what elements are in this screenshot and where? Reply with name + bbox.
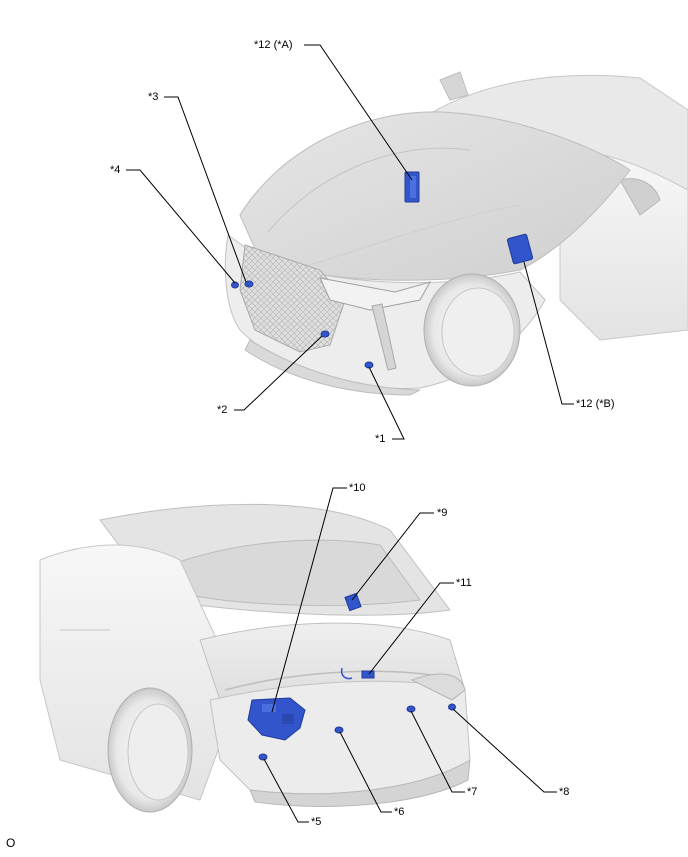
figure-code: O	[6, 836, 16, 850]
callout-12b: *12 (*B)	[576, 398, 615, 410]
front-leader-lines	[126, 44, 574, 440]
sensor-3	[244, 280, 254, 288]
callout-1: *1	[375, 433, 386, 445]
sensor-5	[258, 753, 268, 761]
rear-vehicle-view	[39, 487, 557, 823]
component-9	[344, 592, 362, 612]
sensor-8	[448, 703, 456, 711]
callout-10: *10	[349, 482, 366, 494]
sensor-2	[320, 330, 330, 338]
callout-8: *8	[559, 786, 570, 798]
front-sensor-components	[231, 171, 534, 369]
callout-11: *11	[456, 577, 472, 589]
sensor-4	[231, 281, 239, 289]
sensor-6	[334, 726, 344, 734]
callout-7: *7	[467, 786, 478, 798]
callout-9: *9	[437, 507, 448, 519]
callout-12a: *12 (*A)	[254, 39, 293, 51]
rear-sensor-components	[247, 592, 456, 761]
front-vehicle-view	[126, 44, 688, 440]
callout-6: *6	[394, 806, 405, 818]
callout-2: *2	[217, 404, 228, 416]
component-12b	[506, 233, 534, 265]
rear-leader-lines	[263, 487, 557, 823]
callout-4: *4	[110, 164, 121, 176]
callout-3: *3	[148, 91, 159, 103]
callout-5: *5	[311, 816, 322, 828]
component-11	[361, 670, 375, 679]
